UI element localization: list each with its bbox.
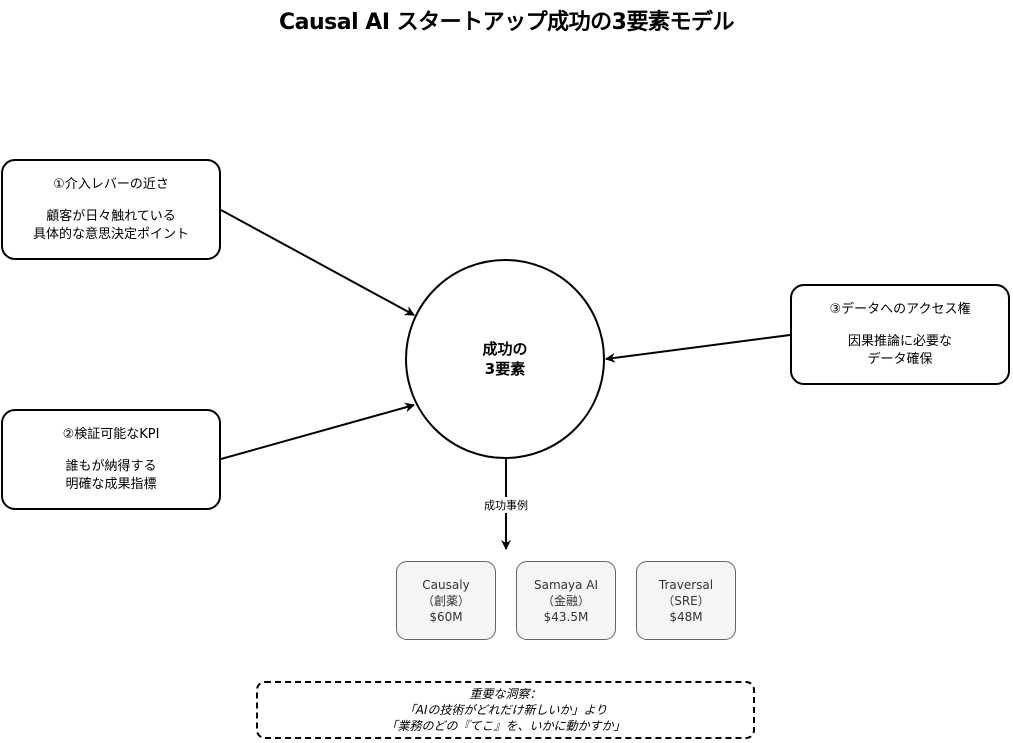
case-name: Samaya AI — [533, 577, 599, 592]
case-field: （SRE） — [662, 593, 710, 608]
arrow-factor2-to-center — [220, 402, 415, 460]
factor-desc-line: 具体的な意思決定ポイント — [32, 226, 189, 242]
factor-desc-line: 誰もが納得する — [65, 458, 157, 474]
factor-heading: ①介入レバーの近さ — [53, 176, 169, 192]
factor-desc-line: データ確保 — [867, 351, 933, 367]
factor-box-verifiable-kpi: ②検証可能なKPI 誰もが納得する 明確な成果指標 — [1, 409, 221, 510]
factor-box-intervention-lever: ①介入レバーの近さ 顧客が日々触れている 具体的な意思決定ポイント — [1, 159, 221, 260]
case-field: （金融） — [541, 593, 590, 608]
center-label-line: 3要素 — [484, 360, 526, 378]
case-name: Traversal — [658, 577, 714, 592]
edge-label-success-cases: 成功事例 — [476, 497, 536, 513]
case-funding: $43.5M — [543, 609, 589, 624]
key-insight-note: 重要な洞察： 「AIの技術がどれだけ新しいか」より 「業務のどの『てこ』を、いか… — [256, 681, 755, 739]
case-box-traversal: Traversal （SRE） $48M — [636, 561, 736, 640]
diagram-title: Causal AI スタートアップ成功の3要素モデル — [279, 10, 734, 35]
insight-line: 「業務のどの『てこ』を、いかに動かすか」 — [385, 719, 626, 733]
case-field: （創薬） — [421, 593, 470, 608]
insight-line: 「AIの技術がどれだけ新しいか」より — [403, 703, 608, 717]
center-node-success-factors: 成功の 3要素 — [405, 259, 605, 459]
case-box-causaly: Causaly （創薬） $60M — [396, 561, 496, 640]
arrow-factor1-to-center — [220, 209, 415, 316]
case-funding: $48M — [669, 609, 703, 624]
factor-box-data-access: ③データへのアクセス権 因果推論に必要な データ確保 — [790, 284, 1010, 385]
factor-desc-line: 顧客が日々触れている — [46, 208, 176, 224]
insight-line: 重要な洞察： — [469, 687, 542, 701]
factor-heading: ②検証可能なKPI — [62, 426, 160, 442]
center-label-line: 成功の — [482, 340, 528, 358]
case-name: Causaly — [422, 577, 470, 592]
case-box-samaya-ai: Samaya AI （金融） $43.5M — [516, 561, 616, 640]
factor-desc-line: 明確な成果指標 — [65, 476, 157, 492]
factor-heading: ③データへのアクセス権 — [829, 301, 971, 317]
case-funding: $60M — [429, 609, 463, 624]
factor-desc-line: 因果推論に必要な — [847, 333, 952, 349]
arrow-factor3-to-center — [605, 334, 791, 363]
